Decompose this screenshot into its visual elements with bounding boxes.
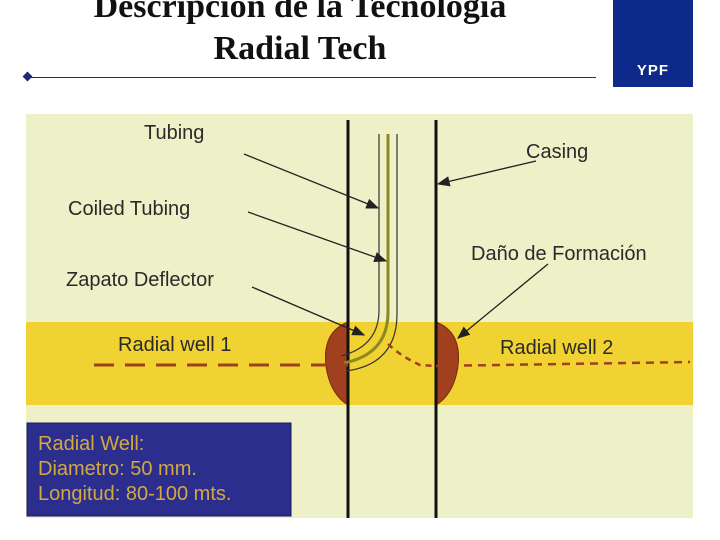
title-underline [28, 77, 596, 78]
zapato-deflector-arrow [251, 286, 366, 336]
coiled-tubing-arrow [247, 211, 388, 262]
logo-text: YPF [636, 62, 670, 79]
radial-well-2-label: Radial well 2 [500, 337, 613, 359]
coiled-tubing-label: Coiled Tubing [68, 198, 190, 220]
radial-tech-diagram: Tubing Coiled Tubing Zapato Deflector Ca… [26, 114, 693, 518]
diagram-svg: Tubing Coiled Tubing Zapato Deflector Ca… [26, 114, 693, 518]
slide-title: Descripción de la Tecnología Radial Tech [0, 0, 600, 70]
legend-box [26, 422, 292, 517]
radial-well-1-label: Radial well 1 [118, 334, 231, 356]
dano-formacion-arrow [456, 263, 549, 339]
tubing-label: Tubing [144, 122, 204, 144]
dano-formacion-label: Daño de Formación [471, 243, 647, 265]
legend-length: Longitud: 80-100 mts. [38, 483, 231, 505]
legend-diameter: Diametro: 50 mm. [38, 458, 197, 480]
radial-well-2-path [435, 360, 691, 368]
coiled-tubing [343, 134, 390, 365]
radial-well-2-curve [387, 343, 437, 368]
tubing-line-left [340, 134, 380, 357]
tubing-line-right [345, 134, 398, 372]
tubing-arrow [243, 153, 380, 209]
casing-arrow [436, 160, 537, 187]
title-line-1: Descripción de la Tecnología [93, 0, 507, 25]
zapato-deflector-label: Zapato Deflector [66, 269, 214, 291]
title-line-2: Radial Tech [213, 30, 387, 67]
casing-label: Casing [526, 141, 588, 163]
ypf-logo: YPF [613, 0, 693, 87]
legend-title: Radial Well: [38, 433, 144, 455]
